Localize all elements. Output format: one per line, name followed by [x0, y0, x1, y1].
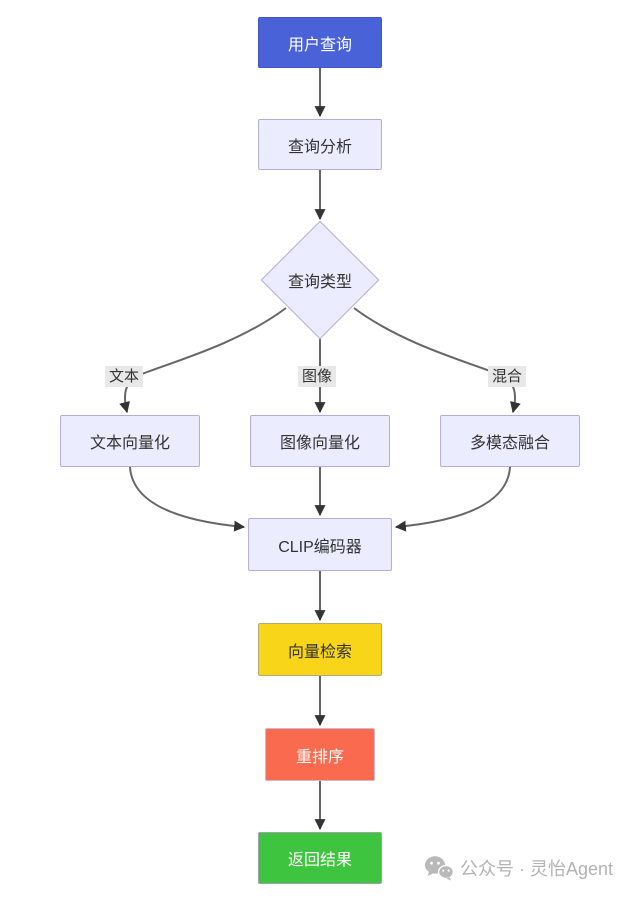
- node-return-results: 返回结果: [258, 832, 382, 884]
- edge-label-hybrid-branch: 混合: [488, 366, 527, 387]
- node-clip-encoder: CLIP编码器: [248, 518, 392, 571]
- watermark-text: 公众号 · 灵怡Agent: [460, 859, 614, 879]
- node-rerank: 重排序: [265, 728, 375, 781]
- node-query-type-label: 查询类型: [287, 274, 352, 291]
- node-multimodal-fusion: 多模态融合: [440, 415, 580, 467]
- edge-query-type-to-text-vectorization: [119, 307, 287, 414]
- node-user-query: 用户查询: [258, 17, 382, 68]
- watermark: 公众号 · 灵怡Agent: [424, 853, 613, 883]
- edge-label-text-branch: 文本: [105, 366, 144, 387]
- node-text-vectorization: 文本向量化: [60, 415, 200, 467]
- edge-text-vectorization-to-clip: [129, 466, 246, 532]
- node-query-analysis: 查询分析: [258, 119, 382, 170]
- edge-label-image-branch: 图像: [298, 366, 337, 387]
- wechat-icon: [424, 855, 454, 881]
- node-vector-retrieval: 向量检索: [258, 623, 382, 676]
- node-image-vectorization: 图像向量化: [250, 415, 390, 467]
- edge-multimodal-fusion-to-clip: [394, 466, 511, 532]
- edge-query-type-to-multimodal-fusion: [353, 307, 521, 414]
